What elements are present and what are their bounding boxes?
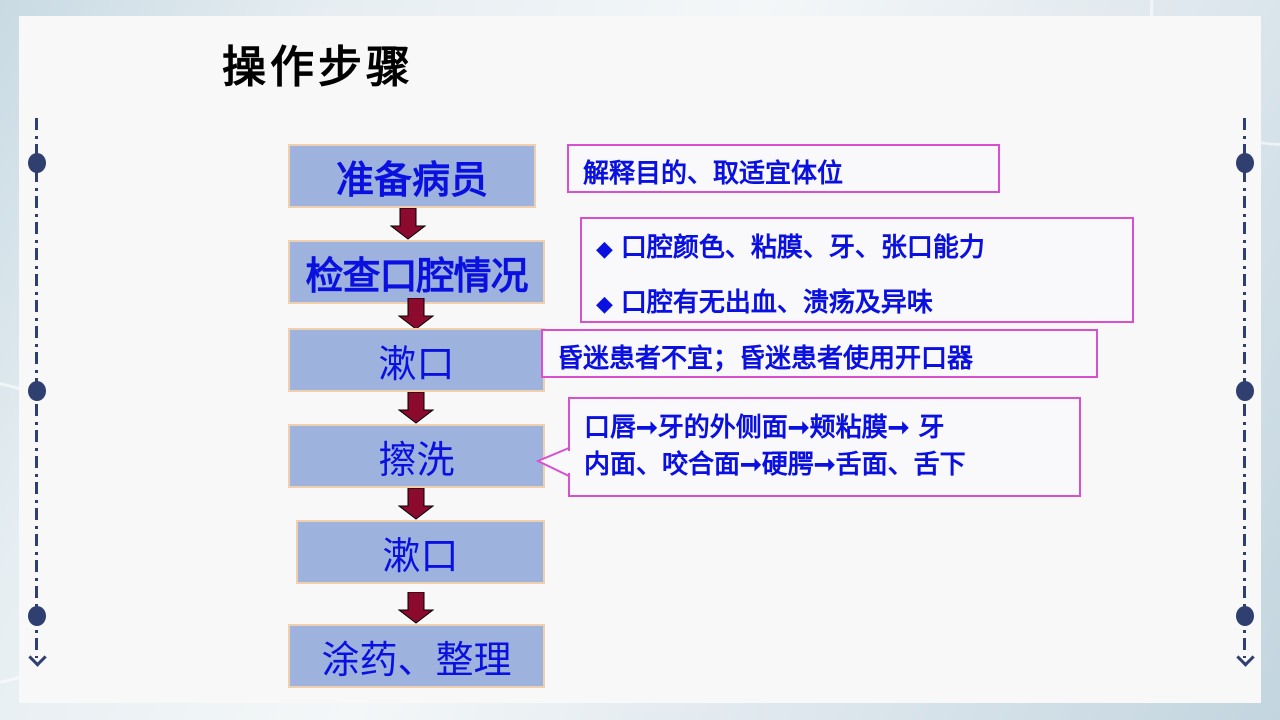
arrow-down-icon <box>398 298 434 330</box>
right-dot-icon <box>1236 381 1254 401</box>
arrow-down-icon <box>398 592 434 624</box>
step-label: 检查口腔情况 <box>305 252 528 298</box>
right-dot-icon <box>1236 153 1254 173</box>
step-inspect-mouth: 检查口腔情况 <box>288 240 545 304</box>
diamond-bullet-icon: ◆ <box>596 236 613 262</box>
diamond-bullet-icon: ◆ <box>596 291 613 317</box>
step-apply-medicine-tidy: 涂药、整理 <box>288 624 545 688</box>
callout-text: 解释目的、取适宜体位 <box>583 159 844 189</box>
left-dot-icon <box>28 153 46 173</box>
step-wipe: 擦洗 <box>288 424 545 488</box>
arrow-down-icon <box>398 392 434 424</box>
callout-prepare: 解释目的、取适宜体位 <box>567 144 1000 193</box>
arrow-down-icon <box>398 488 434 520</box>
callout-rinse: 昏迷患者不宜；昏迷患者使用开口器 <box>541 329 1098 378</box>
left-dot-icon <box>28 606 46 626</box>
step-label: 涂药、整理 <box>321 637 512 682</box>
callout-text: 昏迷患者不宜；昏迷患者使用开口器 <box>557 344 974 374</box>
step-rinse-1: 漱口 <box>288 328 545 392</box>
callout-bullet-item: ◆口腔颜色、粘膜、牙、张口能力 <box>596 233 985 263</box>
step-label: 准备病员 <box>335 156 488 202</box>
callout-bullet-item: ◆口腔有无出血、溃疡及异味 <box>596 288 933 318</box>
step-rinse-2: 漱口 <box>296 520 545 584</box>
callout-text-line: 内面、咬合面➞硬腭➞舌面、舌下 <box>584 450 966 480</box>
callout-pointer-mask <box>568 451 571 473</box>
left-dot-icon <box>28 381 46 401</box>
step-label: 擦洗 <box>378 437 455 482</box>
step-prepare-patient: 准备病员 <box>288 144 536 208</box>
callout-pointer <box>536 446 570 478</box>
callout-text-line: 口唇➞牙的外侧面➞颊粘膜➞ 牙 <box>584 413 945 443</box>
callout-wipe: 口唇➞牙的外侧面➞颊粘膜➞ 牙 内面、咬合面➞硬腭➞舌面、舌下 <box>568 397 1081 497</box>
right-dot-icon <box>1236 606 1254 626</box>
step-label: 漱口 <box>382 533 459 578</box>
arrow-down-icon <box>390 208 426 240</box>
slide-title: 操作步骤 <box>222 42 414 93</box>
callout-inspect: ◆口腔颜色、粘膜、牙、张口能力 ◆口腔有无出血、溃疡及异味 <box>580 217 1134 323</box>
step-label: 漱口 <box>378 341 455 386</box>
